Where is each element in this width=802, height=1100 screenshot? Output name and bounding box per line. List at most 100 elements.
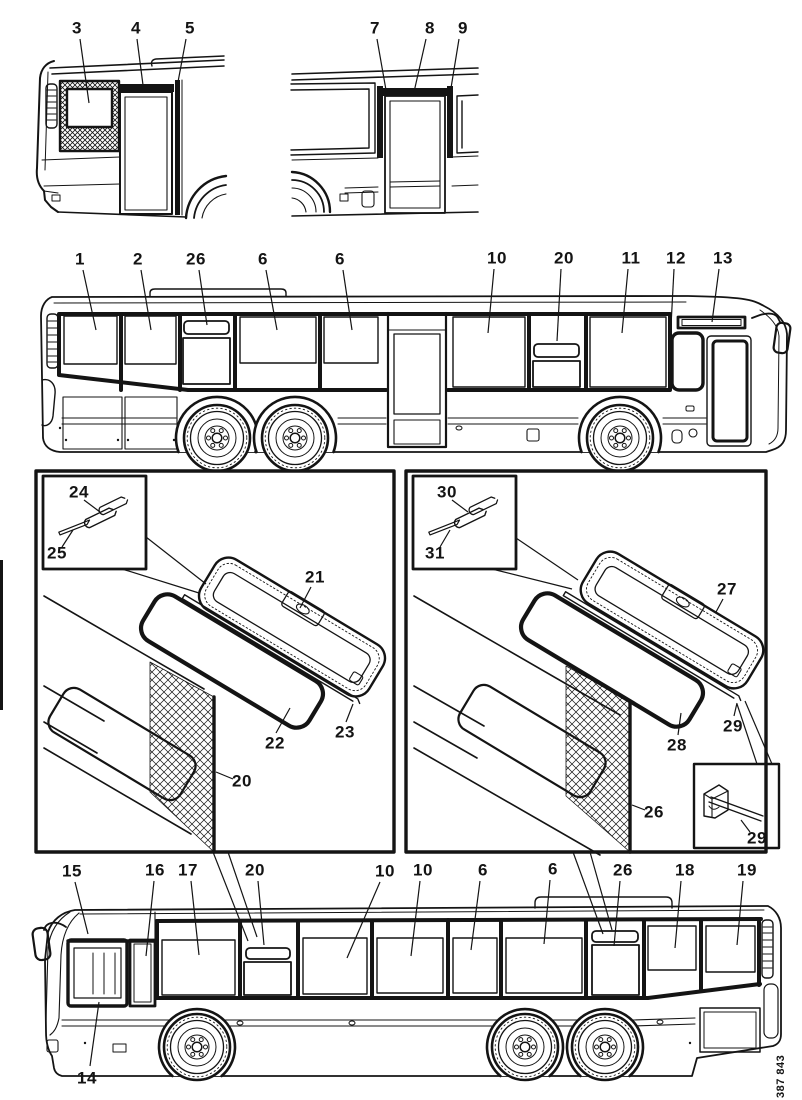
rear-lamp-column bbox=[46, 313, 59, 369]
detail-box-vent-window-26 bbox=[404, 469, 781, 856]
detail-link-line bbox=[145, 536, 207, 585]
leader-line-6 bbox=[265, 269, 278, 331]
callout-5: 5 bbox=[185, 18, 195, 38]
leader-line-26 bbox=[631, 804, 646, 811]
leader-line-2 bbox=[140, 269, 152, 331]
detail-link-line bbox=[227, 851, 258, 938]
callout-9: 9 bbox=[458, 18, 468, 38]
leader-line-22 bbox=[275, 707, 291, 734]
leader-line-3 bbox=[79, 38, 90, 104]
callout-12: 12 bbox=[666, 248, 686, 268]
page-edge-mark bbox=[0, 560, 3, 710]
leader-line-7 bbox=[376, 38, 387, 91]
leader-line-20 bbox=[257, 880, 265, 946]
vent-window-frame bbox=[579, 550, 765, 690]
callout-23: 23 bbox=[335, 722, 355, 742]
leader-line-10 bbox=[410, 880, 421, 957]
callout-19: 19 bbox=[737, 860, 757, 880]
leader-line-11 bbox=[621, 268, 629, 334]
leader-line-23 bbox=[345, 703, 354, 723]
trim-strip-29 bbox=[562, 591, 742, 702]
front-lamp bbox=[46, 1039, 59, 1053]
door-frame-seal-9 bbox=[447, 86, 453, 158]
callout-10: 10 bbox=[413, 860, 433, 880]
callout-28: 28 bbox=[667, 735, 687, 755]
detail-link-line bbox=[572, 851, 604, 935]
callout-2: 2 bbox=[133, 249, 143, 269]
detail-link-line bbox=[121, 568, 200, 594]
window-6a bbox=[239, 316, 317, 364]
detail-link-line bbox=[589, 851, 613, 931]
callout-22: 22 bbox=[265, 733, 285, 753]
callout-20: 20 bbox=[554, 248, 574, 268]
leader-line-10 bbox=[487, 268, 495, 334]
detail-box-border bbox=[404, 469, 768, 854]
window-aperture-20 bbox=[43, 595, 216, 854]
callout-1: 1 bbox=[75, 249, 85, 269]
leader-line-16 bbox=[145, 880, 155, 957]
window-seal-22 bbox=[138, 592, 326, 730]
leader-line-30 bbox=[451, 499, 469, 513]
locking-pin-25 bbox=[58, 519, 91, 536]
callout-24: 24 bbox=[69, 482, 89, 502]
front-door bbox=[706, 335, 752, 447]
front-lamp-column bbox=[45, 83, 58, 129]
leader-line-19 bbox=[736, 880, 744, 946]
leader-line-15 bbox=[74, 881, 89, 935]
callout-26: 26 bbox=[186, 249, 206, 269]
callout-20: 20 bbox=[245, 860, 265, 880]
callout-15: 15 bbox=[62, 861, 82, 881]
vent-window-20 bbox=[243, 947, 292, 996]
leader-line-6 bbox=[342, 269, 353, 331]
callout-18: 18 bbox=[675, 860, 695, 880]
mirror bbox=[751, 312, 792, 355]
mirror bbox=[31, 921, 67, 962]
callout-3: 3 bbox=[72, 18, 82, 38]
front-side-window-12 bbox=[670, 331, 705, 392]
destination-display-13 bbox=[676, 315, 747, 330]
door-frame-top-8 bbox=[383, 88, 447, 96]
leader-line-14 bbox=[89, 1001, 100, 1067]
leader-line-29 bbox=[733, 702, 738, 717]
callout-16: 16 bbox=[145, 860, 165, 880]
clip-inset-border bbox=[41, 474, 148, 571]
clip-profile-inset bbox=[692, 762, 781, 850]
vent-window-frame bbox=[197, 556, 387, 698]
window-10a bbox=[302, 937, 368, 995]
callout-27: 27 bbox=[717, 579, 737, 599]
leader-line-4 bbox=[136, 38, 144, 86]
leader-line-18 bbox=[674, 880, 682, 949]
wheels bbox=[174, 395, 663, 473]
leader-line-10 bbox=[346, 881, 381, 959]
leader-line-27 bbox=[715, 598, 724, 613]
leader-line-25 bbox=[61, 529, 74, 548]
latch-27 bbox=[661, 583, 705, 620]
callout-21: 21 bbox=[305, 567, 325, 587]
drawing-number: 387 843 bbox=[775, 1054, 787, 1098]
callout-13: 13 bbox=[713, 248, 733, 268]
window-band bbox=[155, 917, 763, 923]
callout-17: 17 bbox=[178, 860, 198, 880]
leader-line-29 bbox=[740, 819, 751, 833]
view-bus-off-side bbox=[31, 896, 782, 1082]
leader-line-28 bbox=[677, 712, 682, 736]
wheels bbox=[157, 1007, 645, 1082]
callout-25: 25 bbox=[47, 543, 67, 563]
callout-6: 6 bbox=[478, 860, 488, 880]
leader-line-6 bbox=[543, 879, 551, 945]
latch-21 bbox=[281, 590, 325, 627]
service-flap bbox=[124, 396, 178, 450]
callout-10: 10 bbox=[375, 861, 395, 881]
leader-line-1 bbox=[82, 269, 97, 331]
roof-hatch bbox=[149, 288, 287, 297]
front-door-leaf bbox=[119, 91, 173, 215]
detail-link-line bbox=[744, 700, 773, 765]
leader-line-13 bbox=[711, 268, 720, 323]
vent-window-20 bbox=[532, 343, 581, 388]
callout-6: 6 bbox=[548, 859, 558, 879]
detail-link-line bbox=[515, 537, 579, 581]
clip-inset-border bbox=[411, 474, 518, 571]
detail-link-line bbox=[491, 568, 573, 590]
door-side-seal-5 bbox=[175, 80, 180, 215]
